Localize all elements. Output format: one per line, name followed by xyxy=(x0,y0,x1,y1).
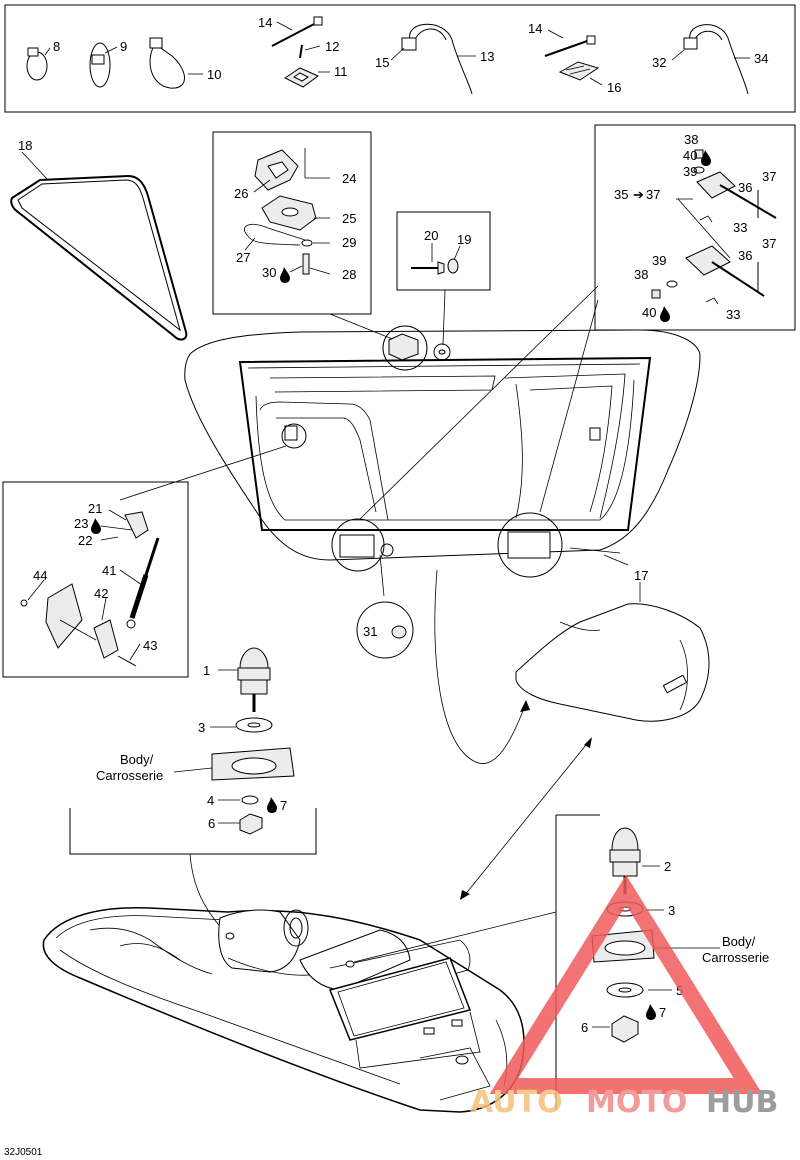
callout-12: 12 xyxy=(325,39,339,54)
callout-3b: 3 xyxy=(668,903,675,918)
callout-6b: 6 xyxy=(581,1020,588,1035)
callout-17: 17 xyxy=(634,568,648,583)
callout-9: 9 xyxy=(120,39,127,54)
hinge-detail-box: 38 40 39 35 ➔ 37 36 37 33 39 36 37 38 40… xyxy=(594,124,796,331)
cover-17: 17 xyxy=(515,554,710,722)
callout-37-ref: 37 xyxy=(646,187,660,202)
callout-19: 19 xyxy=(457,232,471,247)
cable-tie-34 xyxy=(671,24,750,95)
callout-35: 35 xyxy=(614,187,628,202)
callout-7: 7 xyxy=(280,798,287,813)
boat-hull xyxy=(42,907,557,1113)
latch-detail-box: 24 26 25 29 27 30 28 xyxy=(212,131,396,341)
arrow-head-icon xyxy=(520,700,530,712)
strut-detail-box: 21 23 22 41 44 42 43 xyxy=(2,481,189,678)
threadlocker-drop-icon xyxy=(280,267,290,283)
callout-20: 20 xyxy=(424,228,438,243)
callout-16: 16 xyxy=(607,80,621,95)
callout-3: 3 xyxy=(198,720,205,735)
callout-25: 25 xyxy=(342,211,356,226)
watermark-logo: AUTO MOTO HUB xyxy=(470,874,778,1120)
body-label-line1: Body/ xyxy=(120,752,154,767)
callout-7b: 7 xyxy=(659,1005,666,1020)
callout-14: 14 xyxy=(258,15,272,30)
callout-27: 27 xyxy=(236,250,250,265)
body-label-right-line1: Body/ xyxy=(722,934,756,949)
callout-38: 38 xyxy=(684,132,698,147)
callout-40: 40 xyxy=(683,148,697,163)
mount-pad-11 xyxy=(284,67,330,88)
callout-35-arrow: ➔ xyxy=(633,187,644,202)
callout-26: 26 xyxy=(234,186,248,201)
tie-strap-14 xyxy=(271,16,323,47)
connector-16 xyxy=(558,61,603,86)
callout-15: 15 xyxy=(375,55,389,70)
watermark-text-hub: HUB xyxy=(706,1085,778,1120)
callout-28: 28 xyxy=(342,267,356,282)
tie-strap-14b xyxy=(544,29,596,57)
callout-4: 4 xyxy=(207,793,214,808)
warning-triangle-icon xyxy=(489,874,763,1094)
callout-34: 34 xyxy=(754,51,768,66)
watermark-text-moto: MOTO xyxy=(586,1085,687,1120)
threadlocker-drop-icon xyxy=(646,1004,656,1020)
storage-bin-assembly xyxy=(119,285,701,597)
assembly-arrow xyxy=(463,739,591,897)
callout-8: 8 xyxy=(53,39,60,54)
body-label-line2: Carrosserie xyxy=(96,768,163,783)
callout-33b: 33 xyxy=(726,307,740,322)
callout-1: 1 xyxy=(203,663,210,678)
watermark-text-auto: AUTO xyxy=(470,1085,563,1120)
callout-11: 11 xyxy=(334,64,348,79)
threadlocker-drop-icon xyxy=(701,150,711,166)
callout-40b: 40 xyxy=(642,305,656,320)
callout-36b: 36 xyxy=(738,248,752,263)
arrow-head-icon xyxy=(460,890,470,900)
callout-37a: 37 xyxy=(762,169,776,184)
callout-2: 2 xyxy=(664,859,671,874)
callout-38b: 38 xyxy=(634,267,648,282)
bracket-line xyxy=(69,808,317,855)
callout-14b: 14 xyxy=(528,21,542,36)
threadlocker-drop-icon xyxy=(91,518,101,534)
callout-32: 32 xyxy=(652,55,666,70)
diagram-code: 32J0501 xyxy=(4,1147,43,1158)
callout-37b: 37 xyxy=(762,236,776,251)
seal-gasket-18: 18 xyxy=(10,138,188,341)
stud-assembly-left: 1 3 4 7 6 Body/ Carrosserie xyxy=(96,647,295,835)
callout-33: 33 xyxy=(733,220,747,235)
body-label-right-line2: Carrosserie xyxy=(702,950,769,965)
callout-42: 42 xyxy=(94,586,108,601)
callout-10: 10 xyxy=(207,67,221,82)
arrow-head-icon xyxy=(584,737,592,748)
callout-41: 41 xyxy=(102,563,116,578)
threadlocker-drop-icon xyxy=(660,306,670,322)
callout-39b: 39 xyxy=(652,253,666,268)
assembly-arrow xyxy=(434,569,527,764)
callout-18: 18 xyxy=(18,138,32,153)
threadlocker-drop-icon xyxy=(267,797,277,813)
callout-36: 36 xyxy=(738,180,752,195)
callout-21: 21 xyxy=(88,501,102,516)
callout-30: 30 xyxy=(262,265,276,280)
callout-29: 29 xyxy=(342,235,356,250)
callout-43: 43 xyxy=(143,638,157,653)
cable-tie-13 xyxy=(390,23,476,95)
callout-22: 22 xyxy=(78,533,92,548)
callout-6: 6 xyxy=(208,816,215,831)
cable-tie-9 xyxy=(89,42,118,88)
cable-tie-10 xyxy=(149,37,203,89)
cable-tie-8 xyxy=(26,47,51,81)
callout-39: 39 xyxy=(683,164,697,179)
bumper-detail-box: 20 19 xyxy=(396,211,491,346)
callout-31: 31 xyxy=(363,624,377,639)
callout-44: 44 xyxy=(33,568,47,583)
callout-24: 24 xyxy=(342,171,356,186)
screw-12 xyxy=(299,44,321,59)
callout-23: 23 xyxy=(74,516,88,531)
top-hardware-panel: 8 9 10 14 12 11 13 15 14 16 32 34 xyxy=(4,4,796,113)
callout-13: 13 xyxy=(480,49,494,64)
grommet-31-detail: 31 xyxy=(356,601,414,659)
